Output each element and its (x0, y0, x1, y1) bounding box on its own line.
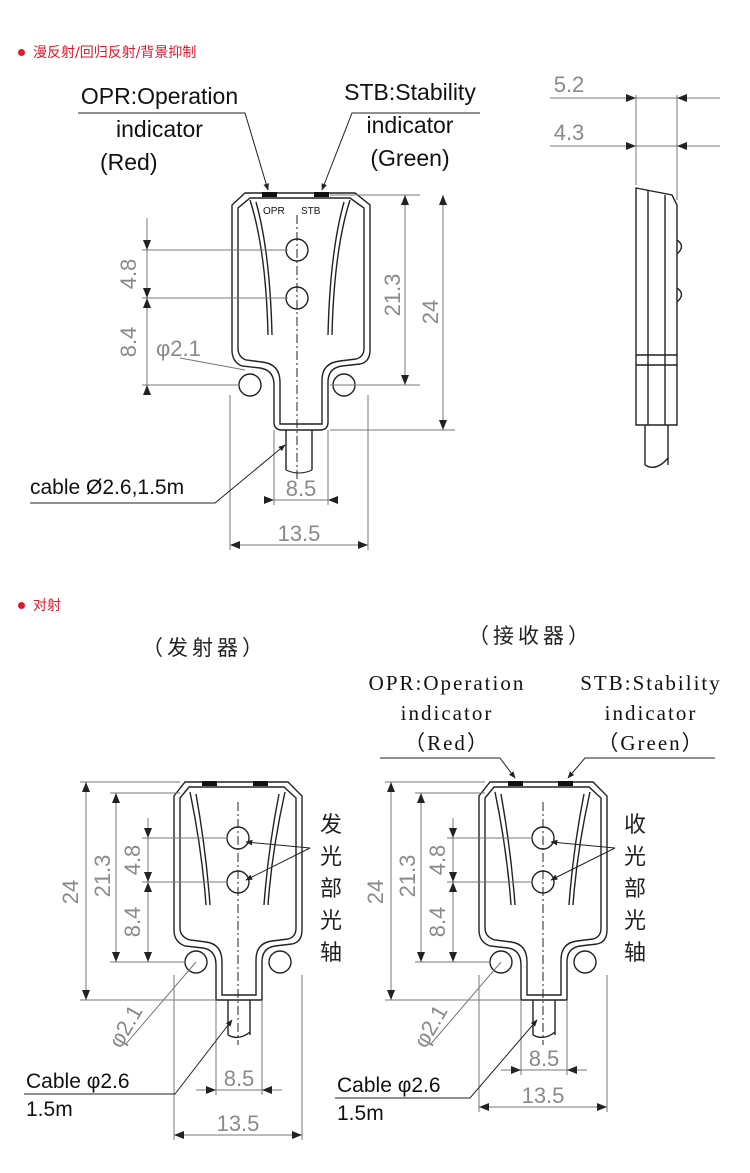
bullet-icon (18, 601, 25, 609)
dim-8-4: 8.4 (116, 327, 141, 358)
emitter-cable-label: Cable φ2.6 1.5m (26, 1070, 130, 1121)
receiver-dim-8-4: 8.4 (425, 907, 450, 938)
opr-led-icon (262, 192, 277, 197)
opr-indicator-label: OPR:Operation indicator (Red) (80, 83, 239, 175)
dim-phi-2-1: φ2.1 (156, 336, 201, 361)
emitter-heading: （发射器） (142, 636, 267, 660)
receiver-dim-13-5: 13.5 (522, 1083, 565, 1108)
receiver-dim-8-5: 8.5 (529, 1046, 560, 1071)
dim-13-5: 13.5 (278, 521, 321, 546)
emitter-dim-21-3: 21.3 (90, 855, 115, 898)
section-title-diffuse: 漫反射/回归反射/背景抑制 (33, 45, 197, 61)
receiver-opr-indicator-label: OPR:Operation indicator （Red） (368, 671, 526, 755)
section-header-diffuse: 漫反射/回归反射/背景抑制 (18, 42, 196, 62)
receiver-dim-24: 24 (363, 880, 388, 904)
receiver-cable-label: Cable φ2.6 1.5m (337, 1074, 441, 1125)
receiver-stb-led-icon (558, 781, 573, 786)
dim-5-2: 5.2 (554, 72, 585, 97)
top-sensor-front-view (231, 192, 371, 474)
emitter-dim-8-5: 8.5 (224, 1066, 255, 1091)
dim-4-8: 4.8 (116, 259, 141, 290)
dim-8-5: 8.5 (286, 476, 317, 501)
top-sensor-side-view (635, 187, 683, 468)
dim-24: 24 (418, 300, 443, 324)
opr-small-label: OPR (263, 206, 285, 217)
stb-led-icon (314, 192, 329, 197)
dim-21-3: 21.3 (380, 274, 405, 317)
stb-small-label: STB (301, 206, 321, 217)
emitter-dim-24: 24 (58, 880, 83, 904)
receiver-opr-led-icon (508, 781, 523, 786)
receiver-stb-indicator-label: STB:Stability indicator （Green） (580, 671, 722, 755)
emitter-dim-8-4: 8.4 (120, 907, 145, 938)
section-title-through-beam: 对射 (33, 598, 61, 614)
receiver-optical-axis-label: 收光部光轴 (623, 813, 646, 966)
stb-indicator-label: STB:Stability indicator (Green) (344, 79, 476, 171)
bullet-icon (18, 48, 25, 56)
cable-label: cable Ø2.6,1.5m (30, 476, 185, 499)
section-header-through-beam: 对射 (18, 595, 61, 615)
receiver-dim-4-8: 4.8 (425, 845, 450, 876)
emitter-dim-13-5: 13.5 (217, 1111, 260, 1136)
emitter-optical-axis-label: 发光部光轴 (319, 813, 342, 966)
receiver-heading: （接收器） (468, 624, 593, 648)
receiver-dim-21-3: 21.3 (395, 855, 420, 898)
emitter-dim-4-8: 4.8 (120, 845, 145, 876)
dim-4-3: 4.3 (554, 120, 585, 145)
